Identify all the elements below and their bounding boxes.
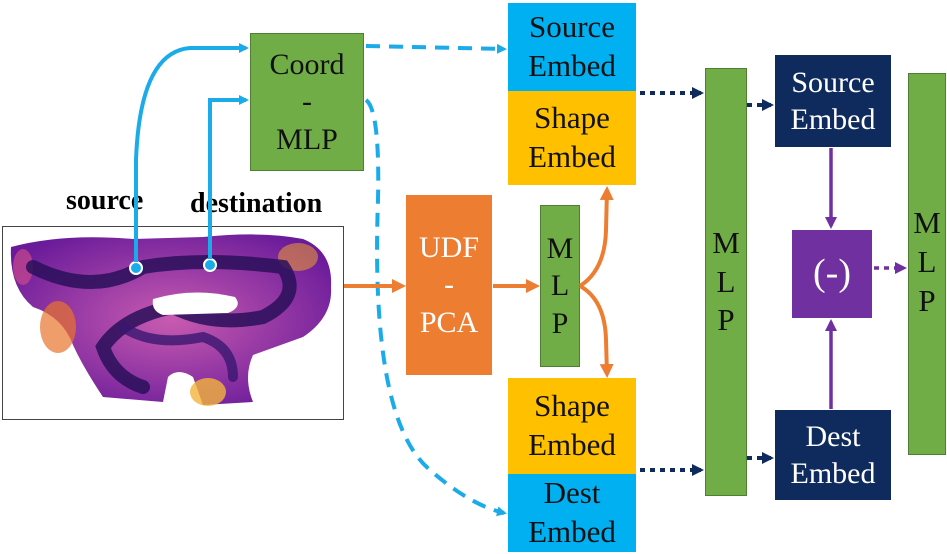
source-embed-top-line1: Source xyxy=(528,9,616,45)
shape-embed-top-line2: Embed xyxy=(528,139,616,174)
source-point-marker xyxy=(129,261,143,275)
mlp-right-letter-p: P xyxy=(918,282,936,318)
coord-mlp-line2: - xyxy=(302,85,312,119)
arrow-coord-to-source-embed xyxy=(365,43,507,54)
mlp-big-letter-p: P xyxy=(717,302,735,338)
dest-embed-right-line2: Embed xyxy=(790,457,876,490)
mlp-small-box: M L P xyxy=(540,205,580,367)
mlp-big-letter-l: L xyxy=(716,263,736,299)
dest-embed-bottom-line2: Embed xyxy=(528,514,616,549)
arrow-mlp-to-shape-top xyxy=(578,186,614,288)
arrow-coord-to-dest-embed xyxy=(364,98,507,517)
difference-op-box: (-) xyxy=(792,230,872,318)
source-embed-top-box: Source Embed xyxy=(508,3,636,91)
udf-pca-box: UDF - PCA xyxy=(406,195,492,375)
mlp-small-letter-p: P xyxy=(551,306,569,340)
shape-embed-top-line1: Shape xyxy=(534,100,610,136)
mlp-small-letter-l: L xyxy=(550,269,570,303)
dest-embed-bottom-line1: Dest xyxy=(543,475,601,511)
mlp-big-letter-m: M xyxy=(712,224,740,260)
coord-mlp-line3: MLP xyxy=(276,122,338,156)
difference-op-label: (-) xyxy=(813,252,851,295)
mlp-right-box: M L P xyxy=(908,73,946,455)
arrow-source-to-coord xyxy=(134,43,249,262)
mlp-right-letter-l: L xyxy=(917,243,937,279)
map-hole xyxy=(152,292,238,315)
dest-embed-right-box: Dest Embed xyxy=(775,410,891,500)
dest-embed-bottom-box: Dest Embed xyxy=(508,474,636,552)
shape-embed-bottom-line2: Embed xyxy=(528,427,616,462)
shape-embed-bottom-line1: Shape xyxy=(534,388,610,424)
udf-pca-line1: UDF xyxy=(418,230,479,264)
arrow-mlp-to-shape-bottom xyxy=(578,284,614,378)
mlp-big-box: M L P xyxy=(705,68,747,496)
coord-mlp-box: Coord - MLP xyxy=(250,33,364,171)
dest-embed-right-line1: Dest xyxy=(805,419,861,453)
source-embed-right-line1: Source xyxy=(791,65,875,99)
arrow-destination-to-coord xyxy=(208,95,249,259)
mlp-right-letter-m: M xyxy=(913,205,941,240)
source-embed-right-box: Source Embed xyxy=(775,55,891,147)
mlp-small-letter-m: M xyxy=(546,231,574,265)
shape-embed-bottom-box: Shape Embed xyxy=(508,378,636,474)
coord-mlp-line1: Coord xyxy=(269,47,345,81)
destination-point-marker xyxy=(203,258,217,272)
source-embed-right-line2: Embed xyxy=(790,103,876,136)
source-embed-top-line2: Embed xyxy=(528,48,616,83)
udf-pca-line2: - xyxy=(444,268,454,302)
source-label: source xyxy=(66,185,144,216)
udf-pca-line3: PCA xyxy=(419,305,479,339)
destination-label: destination xyxy=(190,188,323,219)
shape-embed-top-box: Shape Embed xyxy=(508,91,636,185)
